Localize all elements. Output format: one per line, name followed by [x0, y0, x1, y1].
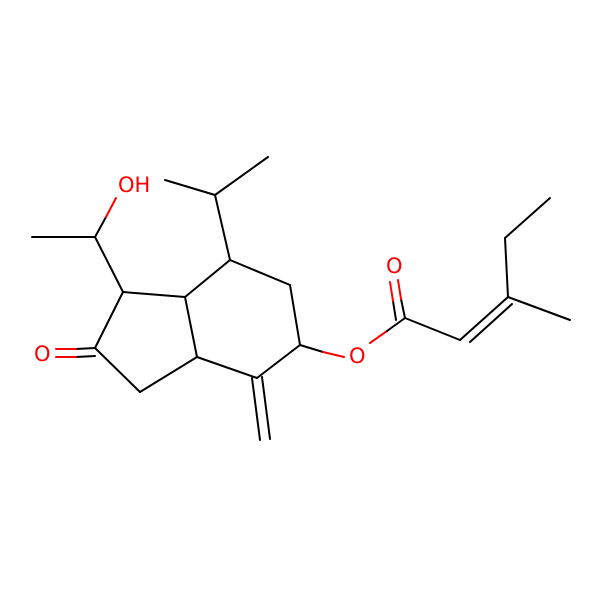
- bond-c7a-c1: [122, 291, 186, 298]
- hydroxyl-label: OH: [118, 173, 150, 197]
- ketone-oxygen-label: O: [34, 342, 51, 366]
- bond-carbonyl-c-half: [392, 300, 397, 321]
- bond-c1-ch: [94, 236, 124, 293]
- bond-ester-o2-half: [369, 330, 388, 344]
- bond-carbonyl-alpha: [404, 317, 461, 341]
- carbonyl-oxygen-label: O: [386, 254, 403, 278]
- bond-c1-c2: [94, 291, 124, 349]
- bond-isopropyl-me1: [164, 179, 216, 196]
- bond-isopropyl-c7: [214, 194, 231, 261]
- bond-methylene-a: [251, 377, 261, 441]
- bond-ester-carbonyl-half: [386, 317, 406, 332]
- bond-c6-c5: [289, 284, 301, 346]
- bond-alpha-beta-a: [459, 296, 509, 341]
- bond-c3-c3a: [139, 356, 198, 393]
- bond-hydroxyl-c-half: [94, 216, 107, 238]
- oxygen-bonds: [55, 197, 406, 358]
- bond-hydroxyl-o-half: [105, 197, 117, 218]
- ester-oxygen-label: O: [349, 344, 366, 368]
- bond-ethyl-terminal: [504, 197, 551, 239]
- bond-carbonyl-c-half: [400, 298, 406, 319]
- bond-c2-c3: [94, 347, 141, 393]
- bond-beta-ethyl: [504, 237, 509, 298]
- bond-c7a-c7: [184, 259, 231, 298]
- bond-alpha-beta-b: [469, 303, 513, 343]
- bond-carbonyl-o-half: [389, 281, 394, 302]
- bond-beta-methyl: [507, 296, 571, 321]
- carbon-skeleton: [31, 156, 571, 441]
- bond-c7-c6: [229, 259, 291, 286]
- bond-carbonyl-o-half: [397, 279, 402, 300]
- bond-ester-c5-half: [299, 344, 324, 353]
- bond-ketone-c-half: [75, 347, 96, 350]
- bond-c3a-c7a: [184, 296, 198, 358]
- bond-methylene-b: [261, 376, 271, 440]
- bond-c5-c4: [256, 344, 301, 379]
- bond-isopropyl-me2: [214, 156, 269, 196]
- bond-ketone-c-half: [75, 355, 96, 358]
- bond-c4-c3a: [196, 356, 258, 379]
- bond-ester-o-half: [322, 351, 345, 358]
- atom-labels: OH O O O: [34, 173, 403, 368]
